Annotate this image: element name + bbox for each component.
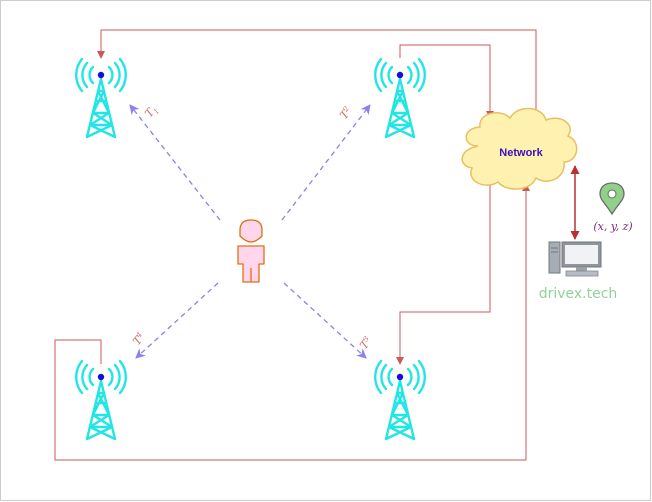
link-cloud-tower-bottom-right (396, 178, 491, 365)
network-links (54, 29, 537, 461)
signal-arrow-top-right (281, 104, 371, 221)
network-label: Network (499, 147, 543, 159)
svg-text:1: 1 (152, 107, 161, 116)
svg-text:3: 3 (362, 334, 371, 343)
signal-label-top-left: T 1 (142, 105, 161, 120)
signal-label-bottom-right: T 3 (357, 334, 373, 352)
signal-label-top-right: T 2 (337, 104, 353, 122)
tower-icon (75, 57, 127, 139)
tower-icon (75, 359, 127, 441)
signal-arrow-bottom-left (135, 282, 219, 359)
network-cloud-icon: Network (461, 107, 578, 190)
signal-arrows (129, 104, 371, 359)
tower-icon (374, 359, 426, 441)
tower-icon (374, 57, 426, 139)
link-tower-bottom-left-cloud (54, 183, 530, 461)
location-coords: (x, y, z) (593, 220, 632, 233)
svg-text:2: 2 (341, 104, 351, 114)
svg-text:4: 4 (134, 331, 144, 340)
link-tower-top-right-cloud (399, 44, 494, 119)
link-cloud-tower-top-left (97, 29, 537, 112)
person-icon (237, 219, 265, 283)
signal-arrow-top-left (129, 104, 221, 221)
signal-label-bottom-left: T 4 (130, 331, 146, 348)
computer-icon (548, 241, 602, 277)
site-label: drivex.tech (539, 286, 618, 302)
location-pin-icon (599, 182, 625, 216)
signal-arrow-bottom-right (283, 282, 367, 359)
